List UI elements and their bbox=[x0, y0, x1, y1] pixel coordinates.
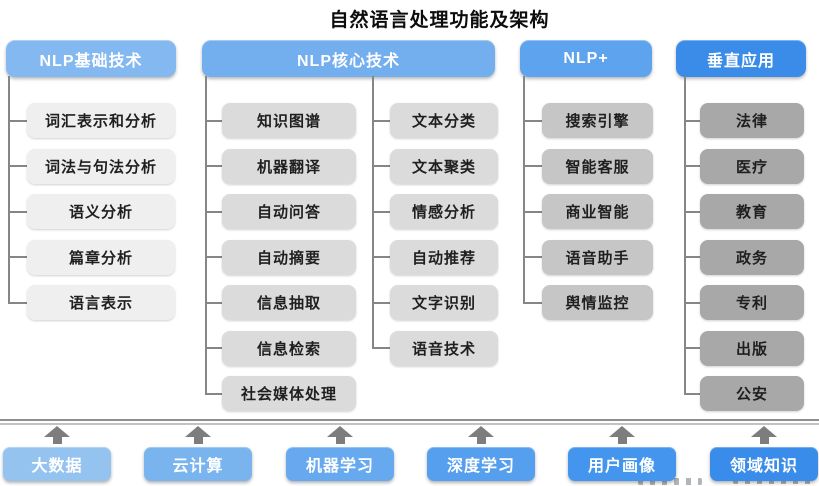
up-arrow-icon bbox=[44, 426, 70, 444]
diagram-title: 自然语言处理功能及架构 bbox=[329, 10, 550, 31]
item-box: 语音助手 bbox=[542, 239, 653, 275]
item-box: 自动推荐 bbox=[390, 239, 498, 275]
arrow-triangle bbox=[751, 426, 777, 437]
item-box: 文本分类 bbox=[390, 103, 498, 138]
connector-stub bbox=[684, 210, 700, 213]
connector-stub bbox=[8, 210, 27, 213]
separator-line-dark bbox=[0, 419, 819, 421]
item-box: 篇章分析 bbox=[27, 239, 175, 275]
connector-stub bbox=[684, 119, 700, 122]
separator-line-light bbox=[0, 423, 819, 425]
connector-stub bbox=[523, 256, 542, 258]
connector-stub bbox=[523, 165, 542, 167]
item-box: 语音技术 bbox=[390, 330, 498, 366]
item-box: 知识图谱 bbox=[222, 103, 356, 138]
connector-stub bbox=[684, 165, 700, 167]
connector-stub bbox=[684, 347, 700, 349]
connector-stub bbox=[372, 347, 390, 349]
connector-stub bbox=[205, 392, 222, 395]
arrow-stem bbox=[759, 437, 769, 444]
connector-stub bbox=[372, 301, 390, 304]
connector-line bbox=[684, 76, 686, 394]
connector-stub bbox=[205, 119, 222, 122]
item-box: 智能客服 bbox=[542, 148, 653, 184]
item-box: 专利 bbox=[700, 285, 804, 320]
item-box: 政务 bbox=[700, 239, 804, 275]
item-box: 文字识别 bbox=[390, 285, 498, 320]
arrow-triangle bbox=[609, 426, 635, 437]
arrow-stem bbox=[52, 437, 62, 444]
item-box: 自动问答 bbox=[222, 194, 356, 229]
arrow-stem bbox=[335, 437, 345, 444]
item-box: 法律 bbox=[700, 103, 804, 138]
item-box: 社会媒体处理 bbox=[222, 376, 356, 411]
connector-stub bbox=[523, 119, 542, 122]
column-header: NLP+ bbox=[520, 40, 652, 77]
foundation-box: 深度学习 bbox=[427, 447, 535, 481]
item-box: 词法与句法分析 bbox=[27, 148, 175, 184]
connector-stub bbox=[8, 301, 27, 304]
connector-line bbox=[523, 76, 525, 303]
connector-stub bbox=[205, 210, 222, 213]
connector-stub bbox=[8, 119, 27, 122]
item-box: 公安 bbox=[700, 376, 804, 411]
connector-stub bbox=[684, 256, 700, 258]
connector-stub bbox=[372, 210, 390, 213]
foundation-box: 云计算 bbox=[144, 447, 252, 481]
arrow-triangle bbox=[185, 426, 211, 437]
arrow-stem bbox=[193, 437, 203, 444]
connector-stub bbox=[372, 256, 390, 258]
connector-stub bbox=[523, 210, 542, 213]
column-header: NLP基础技术 bbox=[6, 40, 176, 77]
item-box: 语言表示 bbox=[27, 285, 175, 320]
item-box: 语义分析 bbox=[27, 194, 175, 229]
item-box: 舆情监控 bbox=[542, 285, 653, 320]
connector-stub bbox=[372, 165, 390, 167]
item-box: 搜索引擎 bbox=[542, 103, 653, 138]
column-header: NLP核心技术 bbox=[202, 40, 495, 77]
up-arrow-icon bbox=[185, 426, 211, 444]
up-arrow-icon bbox=[327, 426, 353, 444]
connector-line bbox=[8, 76, 10, 303]
connector-line bbox=[205, 76, 207, 394]
up-arrow-icon bbox=[468, 426, 494, 444]
foundation-box: 大数据 bbox=[3, 447, 111, 481]
item-box: 机器翻译 bbox=[222, 148, 356, 184]
connector-stub bbox=[205, 347, 222, 349]
connector-stub bbox=[205, 301, 222, 304]
connector-stub bbox=[684, 392, 700, 395]
item-box: 词汇表示和分析 bbox=[27, 103, 175, 138]
connector-stub bbox=[372, 119, 390, 122]
connector-stub bbox=[684, 301, 700, 304]
item-box: 信息抽取 bbox=[222, 285, 356, 320]
connector-stub bbox=[8, 256, 27, 258]
up-arrow-icon bbox=[751, 426, 777, 444]
item-box: 出版 bbox=[700, 330, 804, 366]
arrow-triangle bbox=[44, 426, 70, 437]
item-box: 情感分析 bbox=[390, 194, 498, 229]
arrow-stem bbox=[617, 437, 627, 444]
watermark-fragment bbox=[638, 478, 702, 485]
item-box: 信息检索 bbox=[222, 330, 356, 366]
item-box: 自动摘要 bbox=[222, 239, 356, 275]
up-arrow-icon bbox=[609, 426, 635, 444]
item-box: 文本聚类 bbox=[390, 148, 498, 184]
connector-stub bbox=[8, 165, 27, 167]
item-box: 教育 bbox=[700, 194, 804, 229]
arrow-stem bbox=[476, 437, 486, 444]
column-header: 垂直应用 bbox=[676, 40, 806, 77]
connector-stub bbox=[205, 165, 222, 167]
connector-stub bbox=[205, 256, 222, 258]
foundation-box: 用户画像 bbox=[568, 447, 676, 481]
item-box: 医疗 bbox=[700, 148, 804, 184]
arrow-triangle bbox=[327, 426, 353, 437]
item-box: 商业智能 bbox=[542, 194, 653, 229]
arrow-triangle bbox=[468, 426, 494, 437]
foundation-box: 机器学习 bbox=[286, 447, 394, 481]
connector-stub bbox=[523, 301, 542, 304]
foundation-box: 领域知识 bbox=[710, 447, 818, 481]
